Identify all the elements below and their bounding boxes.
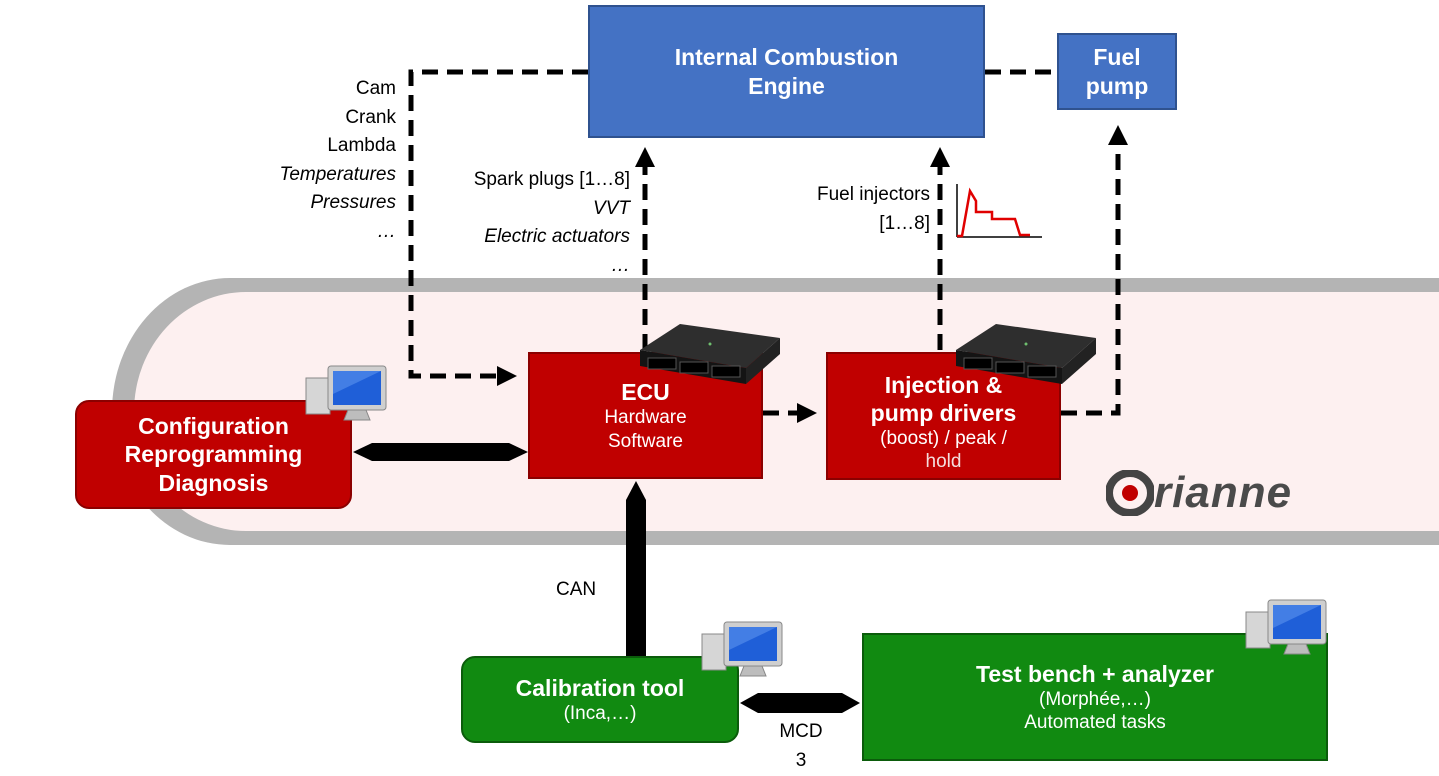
- sensor-lambda: Lambda: [327, 135, 396, 156]
- mcd3-link: [740, 693, 860, 713]
- sensor-temperatures: Temperatures: [279, 163, 396, 185]
- config-line3: Diagnosis: [158, 469, 269, 496]
- ecu-hardware-icon: [640, 324, 780, 384]
- injector-label-line2: [1…8]: [879, 212, 930, 234]
- fuel-pump-title-line2: pump: [1085, 72, 1149, 99]
- computer-icon: [305, 365, 387, 421]
- sensor-line: [408, 69, 588, 386]
- drivers-line4: hold: [925, 451, 962, 473]
- sensor-pressures: Pressures: [310, 192, 396, 213]
- calibration-title: Calibration tool: [515, 674, 685, 701]
- sensor-list: Cam Crank Lambda Temperatures Pressures …: [240, 75, 396, 246]
- mcd3-label: MCD 3: [776, 718, 826, 775]
- sensor-crank: Crank: [345, 106, 396, 128]
- pump-drive-line: [1061, 125, 1128, 416]
- sensor-more: …: [377, 220, 396, 242]
- orianne-logo-text: rianne: [1154, 468, 1293, 517]
- injector-label-line1: Fuel injectors: [817, 184, 930, 205]
- orianne-logo-mark: [1106, 470, 1154, 516]
- waveform-icon: [956, 184, 1042, 238]
- engine-title-line2: Engine: [748, 72, 825, 99]
- actuator-list: Spark plugs [1…8] VVT Electric actuators…: [420, 166, 630, 280]
- can-label: CAN: [556, 579, 597, 600]
- config-ecu-link: [353, 443, 528, 461]
- test-bench-title: Test bench + analyzer: [976, 660, 1214, 687]
- test-bench-block: Test bench + analyzer (Morphée,…) Automa…: [862, 633, 1328, 761]
- mcd3-label-line1: MCD: [779, 721, 823, 742]
- actuator-more: …: [611, 254, 630, 276]
- drivers-title-line1: Injection &: [884, 371, 1003, 398]
- drivers-title-line2: pump drivers: [870, 399, 1017, 426]
- driver-hardware-icon: [956, 324, 1096, 384]
- mcd3-label-line2: 3: [795, 749, 807, 771]
- can-link: [626, 481, 646, 680]
- computer-icon: [1245, 599, 1327, 655]
- actuator-electric: Electric actuators: [484, 226, 630, 247]
- computer-icon: [701, 621, 783, 677]
- engine-title-line1: Internal Combustion: [674, 44, 899, 71]
- sensor-cam: Cam: [355, 78, 396, 99]
- engine-block: Internal Combustion Engine: [588, 5, 985, 138]
- fuel-pump-title-line1: Fuel: [1093, 44, 1141, 71]
- orianne-logo: rianne: [1106, 470, 1292, 516]
- config-block: Configuration Reprogramming Diagnosis: [75, 400, 352, 509]
- drivers-line3: (boost) / peak /: [880, 427, 1007, 449]
- test-bench-line2: (Morphée,…): [1039, 688, 1151, 710]
- calibration-block: Calibration tool (Inca,…): [461, 656, 739, 743]
- ecu-title: ECU: [621, 379, 670, 406]
- ecu-line2: Software: [608, 430, 683, 452]
- config-line2: Reprogramming: [124, 441, 303, 468]
- calibration-subtitle: (Inca,…): [563, 702, 637, 724]
- test-bench-line3: Automated tasks: [1024, 712, 1166, 734]
- actuator-spark-plugs: Spark plugs [1…8]: [473, 169, 630, 190]
- fuel-pump-block: Fuel pump: [1057, 33, 1177, 110]
- ecu-line1: Hardware: [604, 407, 687, 429]
- injector-label: Fuel injectors [1…8]: [760, 181, 930, 238]
- actuator-vvt: VVT: [593, 197, 630, 219]
- config-line1: Configuration: [138, 413, 289, 440]
